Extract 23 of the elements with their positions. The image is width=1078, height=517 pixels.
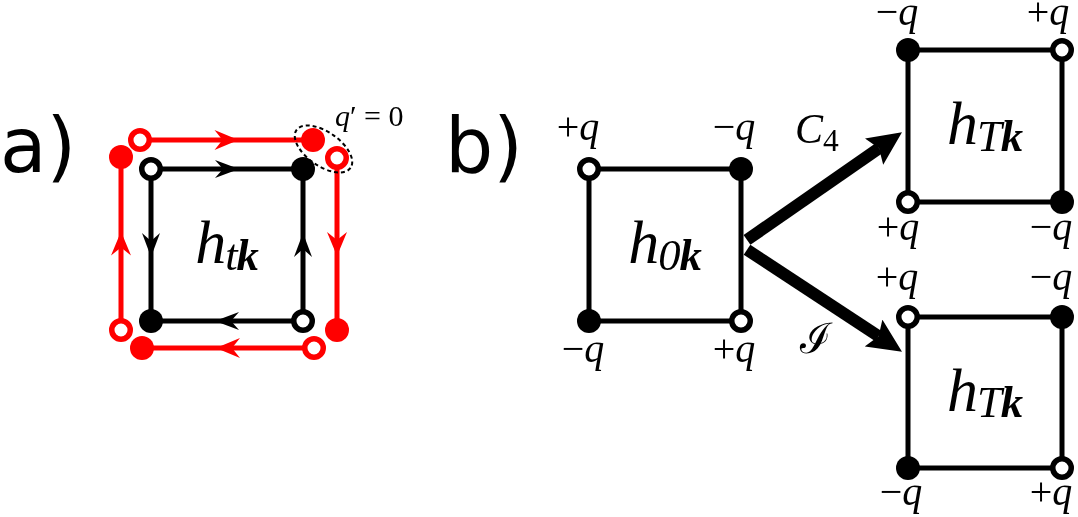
edge-label: C$_{4}$ [795,108,839,150]
charge-label: +q [712,337,756,373]
annotation-label: q′ = 0 [335,101,404,131]
charge-label: −q [561,337,605,373]
arrow [743,132,902,245]
charge-label: −q [879,480,923,516]
charge-label: −q [875,0,919,36]
charge-label: +q [556,115,600,151]
panel-label: a) [0,108,77,184]
charge-label: −q [1029,265,1073,301]
charge-label: +q [876,215,920,251]
charge-label: +q [875,265,919,301]
charge-label: −q [1029,215,1073,251]
square-node [586,166,744,324]
charge-label: −q [712,115,756,151]
edge-label: ℐ [800,318,831,360]
charge-label: +q [1029,480,1073,516]
arrow [743,244,902,352]
square-node [905,314,1065,471]
square-node [139,157,315,333]
square-node [905,47,1065,205]
panel-label: b) [445,108,523,184]
charge-label: +q [1026,0,1070,36]
